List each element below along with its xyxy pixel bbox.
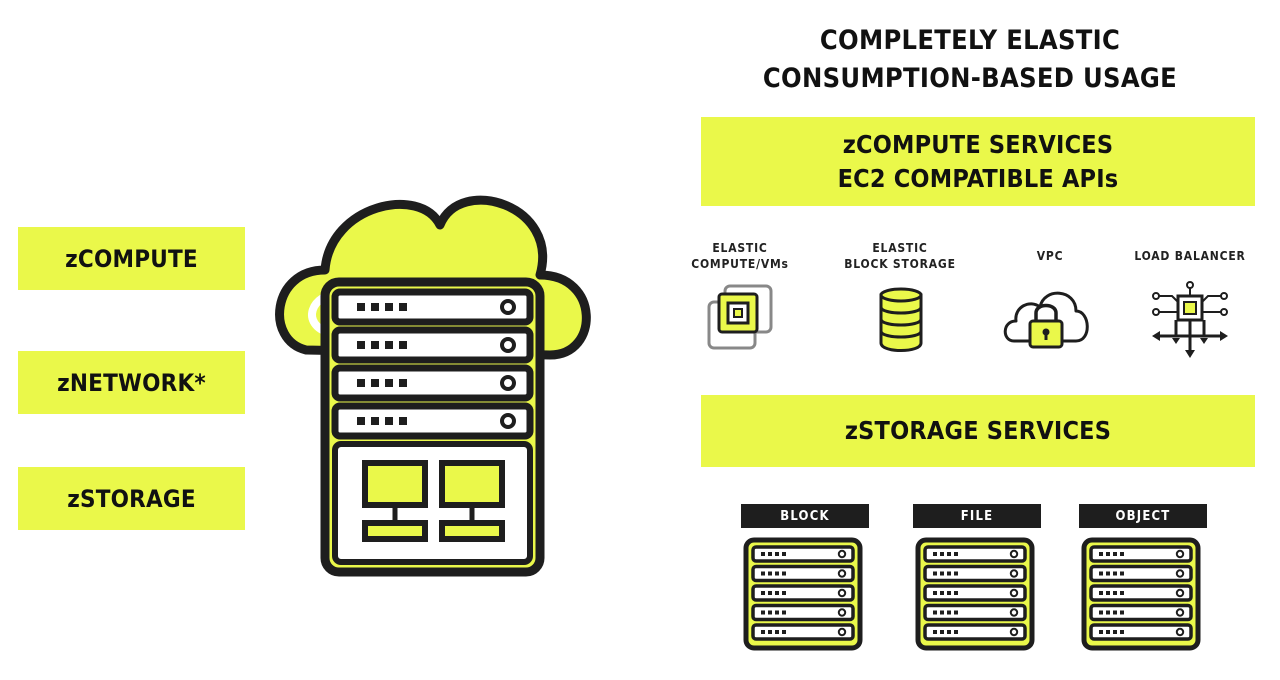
chip-stack-icon — [707, 284, 773, 350]
zstorage-box: zSTORAGE — [18, 467, 245, 530]
storage-tag-file: FILE — [913, 504, 1041, 528]
service-label-block-line2: BLOCK STORAGE — [844, 257, 956, 271]
service-label-block-storage: ELASTIC BLOCK STORAGE — [835, 240, 965, 272]
service-label-vpc: VPC — [1000, 248, 1100, 264]
storage-tag-object: OBJECT — [1079, 504, 1207, 528]
storage-services-banner: zSTORAGE SERVICES — [701, 395, 1255, 467]
compute-services-title: zCOMPUTE SERVICES — [842, 129, 1114, 159]
service-label-compute-line1: ELASTIC — [712, 241, 768, 255]
storage-services-title: zSTORAGE SERVICES — [844, 416, 1112, 445]
service-label-vpc-line1: VPC — [1036, 249, 1064, 263]
zcompute-box: zCOMPUTE — [18, 227, 245, 290]
storage-tag-block: BLOCK — [741, 504, 869, 528]
cloud-server-icon — [275, 195, 591, 577]
headline-line2: CONSUMPTION-BASED USAGE — [762, 63, 1178, 94]
service-label-compute-line2: COMPUTE/VMs — [691, 257, 789, 271]
database-icon — [879, 287, 923, 352]
znetwork-box: zNETWORK* — [18, 351, 245, 414]
load-balancer-icon — [1152, 281, 1228, 358]
service-label-block-line1: ELASTIC — [872, 241, 928, 255]
service-label-lb-line1: LOAD BALANCER — [1134, 249, 1246, 263]
service-label-load-balancer: LOAD BALANCER — [1115, 248, 1265, 264]
server-rack-icon-file — [915, 537, 1035, 651]
compute-services-subtitle: EC2 COMPATIBLE APIs — [837, 163, 1119, 193]
headline-line1: COMPLETELY ELASTIC — [819, 25, 1121, 56]
cloud-lock-icon — [1003, 291, 1089, 349]
service-label-compute: ELASTIC COMPUTE/VMs — [680, 240, 800, 272]
server-rack-icon-block — [743, 537, 863, 651]
server-rack-icon-object — [1081, 537, 1201, 651]
headline: COMPLETELY ELASTIC CONSUMPTION-BASED USA… — [760, 22, 1180, 98]
compute-services-banner: zCOMPUTE SERVICES EC2 COMPATIBLE APIs — [701, 117, 1255, 206]
